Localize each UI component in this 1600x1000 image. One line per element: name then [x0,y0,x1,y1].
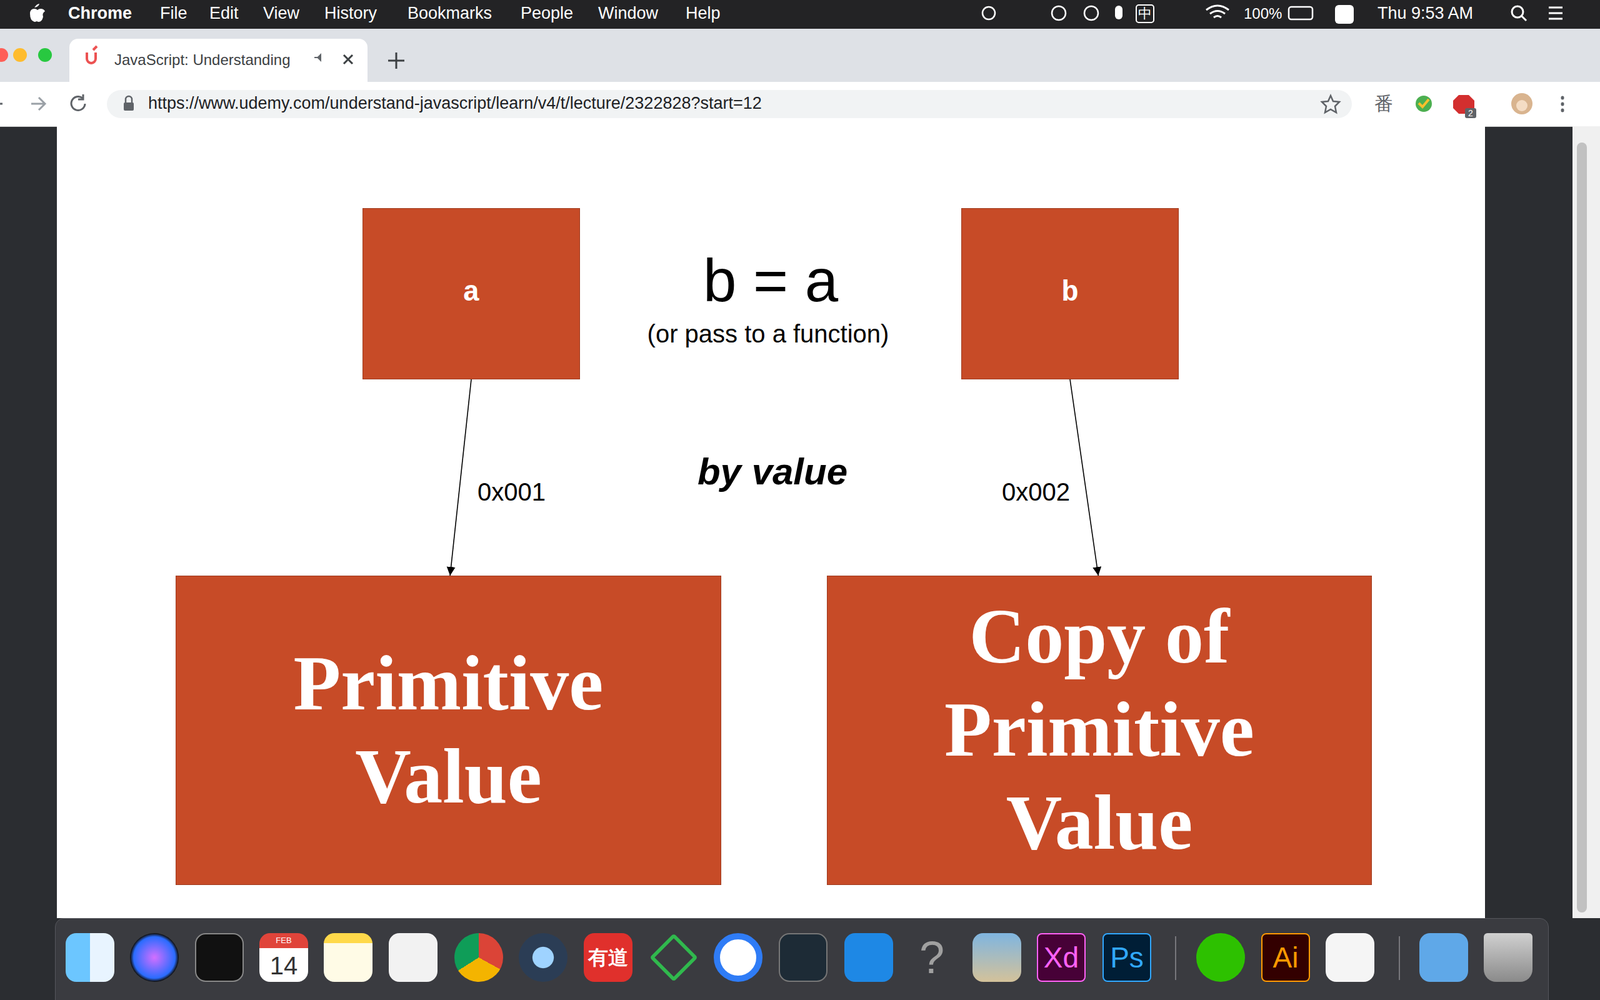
node-text: Copy of Primitive Value [911,590,1287,870]
new-tab-plus [388,52,405,69]
wifi-icon [1206,5,1229,18]
back-arrow [0,103,3,105]
apple-logo [30,3,45,22]
app-icon-text: Ai [1273,941,1299,975]
input-box [1136,5,1154,23]
quicktime-icon [518,933,568,982]
menu-bar [0,0,1600,29]
close-button [0,48,9,62]
app-icon-text: Ps [1110,941,1144,975]
memory-address: 0x001 [475,477,548,507]
value-box: Copy of Primitive Value [826,575,1372,885]
menu-item: Bookmarks [407,3,492,24]
node-text: b [1061,276,1079,311]
lock-shackle [125,96,132,103]
scrollbar-thumb [1576,142,1587,913]
tab-close [343,55,353,64]
siri-icon [130,933,179,982]
wechat-dock-icon [1196,933,1245,982]
adblock-badge [1465,108,1477,119]
face-icon [1084,6,1099,20]
avatar-face [1516,100,1528,112]
unknown-app-icon: ? [919,931,945,984]
minimize-button [13,48,27,62]
brackets-icon [844,933,894,982]
status-icons [0,0,1600,29]
calendar-day: 14 [270,951,299,980]
code-icon [778,933,828,982]
extension-glyph: 番 [1374,93,1394,115]
heading: by value [697,450,848,494]
udemy-favicon [86,46,97,64]
url-text: https://www.udemy.com/understand-javascr… [148,93,762,114]
mic-icon [1115,5,1123,20]
reload-head [78,94,84,100]
menu-item: Help [685,3,721,24]
trash-icon [1483,933,1533,982]
app-menu: Chrome [68,3,132,24]
preview-icon [972,933,1022,982]
app-icon-text: 有道 [588,946,629,970]
terminal-icon [195,933,244,982]
battery-level: 100% [1243,5,1282,23]
battery-icon [1288,6,1313,20]
value-box: a [362,208,580,380]
chrome-icon [454,933,504,982]
window-buttons [0,28,75,82]
clock: Thu 9:53 AM [1377,3,1474,24]
menu-item: File [160,3,188,24]
speaker-icon [314,53,322,62]
script-icon [388,933,438,982]
menu-item: Edit [209,3,239,24]
reference-arrow [450,379,472,576]
tab-title: JavaScript: Understanding [114,51,290,69]
badge-count: 2 [1468,108,1474,119]
lock-body [123,102,134,111]
calendar-month: FEB [275,936,292,946]
avatar [1511,93,1533,115]
baidu-icon [713,933,763,982]
input-method: 中 [1138,5,1152,22]
finder-icon [65,933,115,982]
extension-icon [1415,95,1432,112]
list-icon [1548,7,1563,19]
dock-divider [1398,936,1400,980]
node-text: a [462,276,480,311]
memory-address: 0x002 [1000,477,1072,507]
app-icon-text: Xd [1043,941,1079,975]
dock-divider [1175,936,1177,980]
folder-icon [1419,933,1469,982]
menu-item: History [324,3,377,24]
wechat-icon [982,6,995,20]
zoom-button [38,48,52,62]
menu-dots [1561,97,1565,111]
menu-item: People [520,3,574,24]
search-icon-handle [1521,15,1527,21]
reference-arrow [1070,379,1099,576]
extension-check [1418,99,1429,107]
subtitle: (or pass to a function) [647,319,890,349]
assignment-text: b = a [703,246,839,315]
value-box: Primitive Value [175,575,722,885]
bookmark-star [1321,95,1340,113]
node-text: Primitive Value [261,637,637,824]
menu-item: Window [598,3,659,24]
textedit-icon [1325,933,1375,982]
menu-item: View [263,3,300,24]
forward-arrow [31,97,45,110]
notes-icon [323,933,373,982]
value-box: b [961,208,1179,380]
s-icon [1335,5,1354,24]
cloud-icon [1051,6,1066,20]
